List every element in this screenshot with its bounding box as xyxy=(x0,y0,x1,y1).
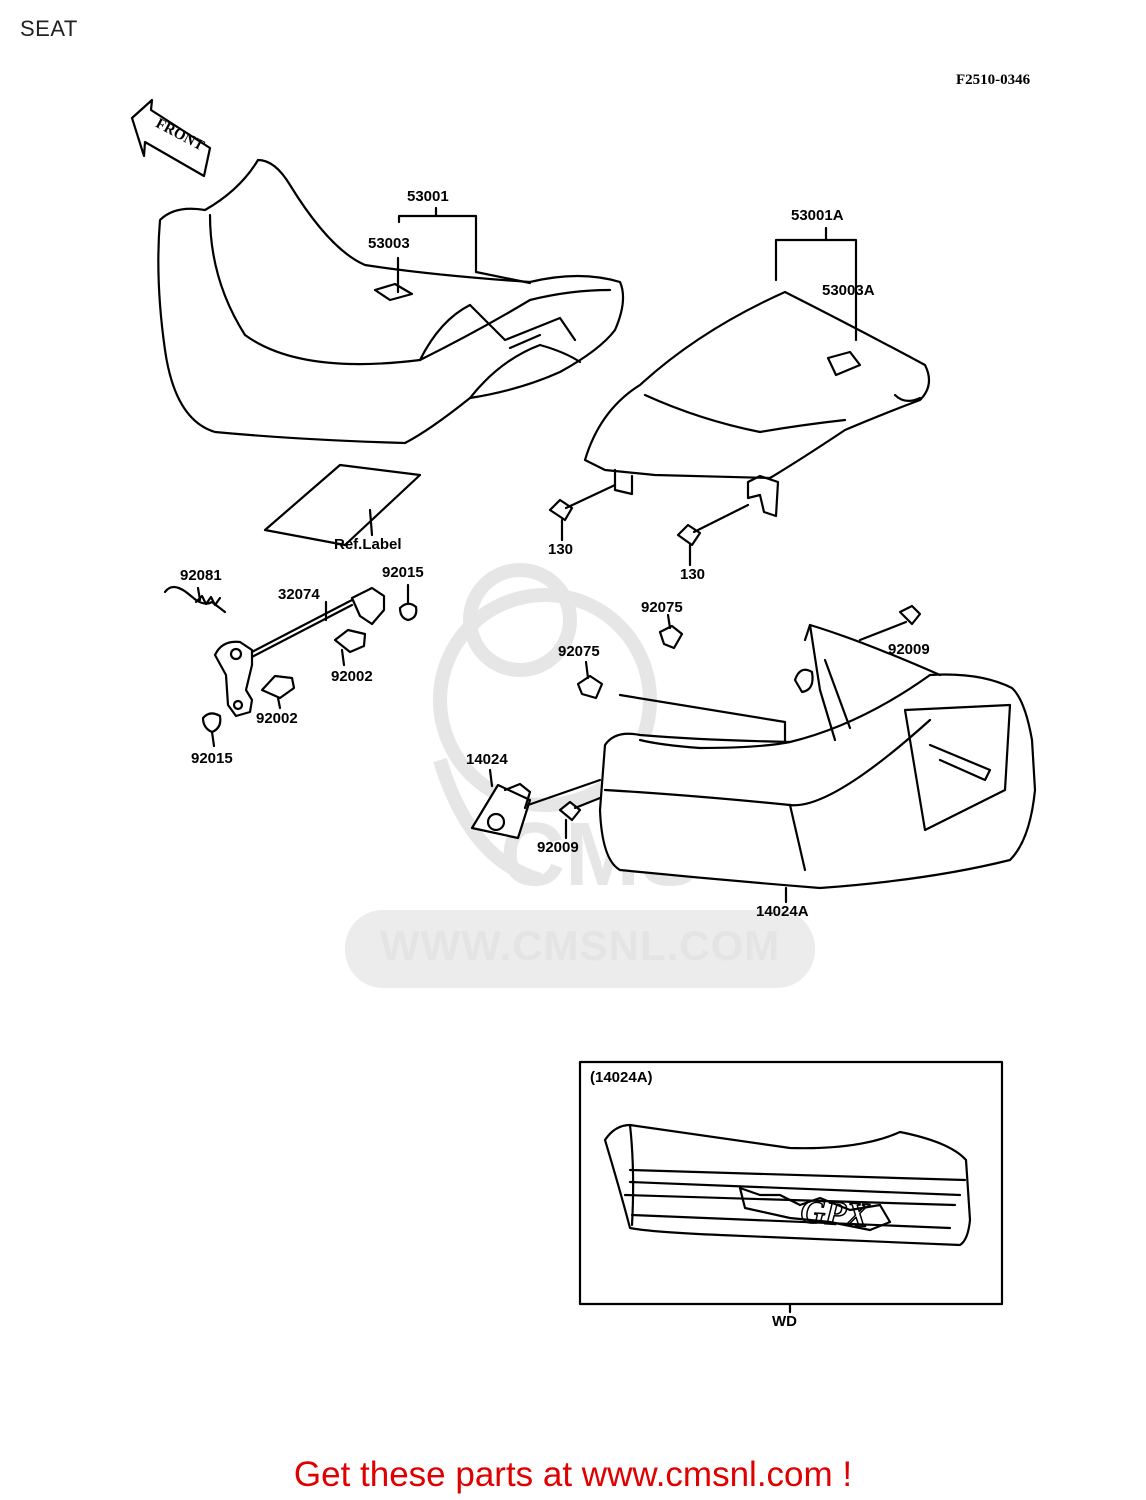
seat-latch xyxy=(163,583,418,748)
footer-link-text[interactable]: Get these parts at www.cmsnl.com ! xyxy=(293,1455,853,1494)
clip-92075-low xyxy=(576,674,604,700)
bolt-130-right xyxy=(676,503,750,567)
ref-label-sheet xyxy=(263,463,422,547)
label-53003: 53003 xyxy=(368,235,410,252)
inset-caption: WD xyxy=(772,1313,797,1330)
label-14024: 14024 xyxy=(466,751,508,768)
inset-part-label: (14024A) xyxy=(590,1069,653,1086)
inset-decal-text: GPX xyxy=(799,1193,871,1235)
label-92075-top: 92075 xyxy=(641,599,683,616)
rear-seat xyxy=(583,290,931,518)
front-arrow: FRONT xyxy=(130,98,212,178)
label-92015-top: 92015 xyxy=(382,564,424,581)
page-title: SEAT xyxy=(20,16,78,41)
label-92002-low: 92002 xyxy=(256,710,298,727)
label-92081: 92081 xyxy=(180,567,222,584)
inset-tail-cowl xyxy=(603,1123,972,1247)
label-92015-low: 92015 xyxy=(191,750,233,767)
tail-cowl xyxy=(598,604,1037,904)
reflector xyxy=(470,768,602,840)
watermark-url: WWW.CMSNL.COM xyxy=(380,922,781,969)
label-32074: 32074 xyxy=(278,586,320,603)
bolt-130-left xyxy=(548,483,617,542)
label-53003A: 53003A xyxy=(822,282,875,299)
main-seat xyxy=(157,158,625,445)
label-92009-low: 92009 xyxy=(537,839,579,856)
diagram-code: F2510-0346 xyxy=(956,72,1031,88)
clip-92075-top xyxy=(658,624,684,650)
label-92075-low: 92075 xyxy=(558,643,600,660)
label-92009-right: 92009 xyxy=(888,641,930,658)
label-130-left: 130 xyxy=(548,541,574,558)
label-14024A: 14024A xyxy=(756,903,809,920)
label-53001: 53001 xyxy=(407,188,449,205)
label-92002-mid: 92002 xyxy=(331,668,373,685)
screw-92009-low xyxy=(558,800,582,822)
label-ref-label: Ref.Label xyxy=(334,536,402,553)
label-130-right: 130 xyxy=(680,566,706,583)
label-53001A: 53001A xyxy=(791,207,844,224)
